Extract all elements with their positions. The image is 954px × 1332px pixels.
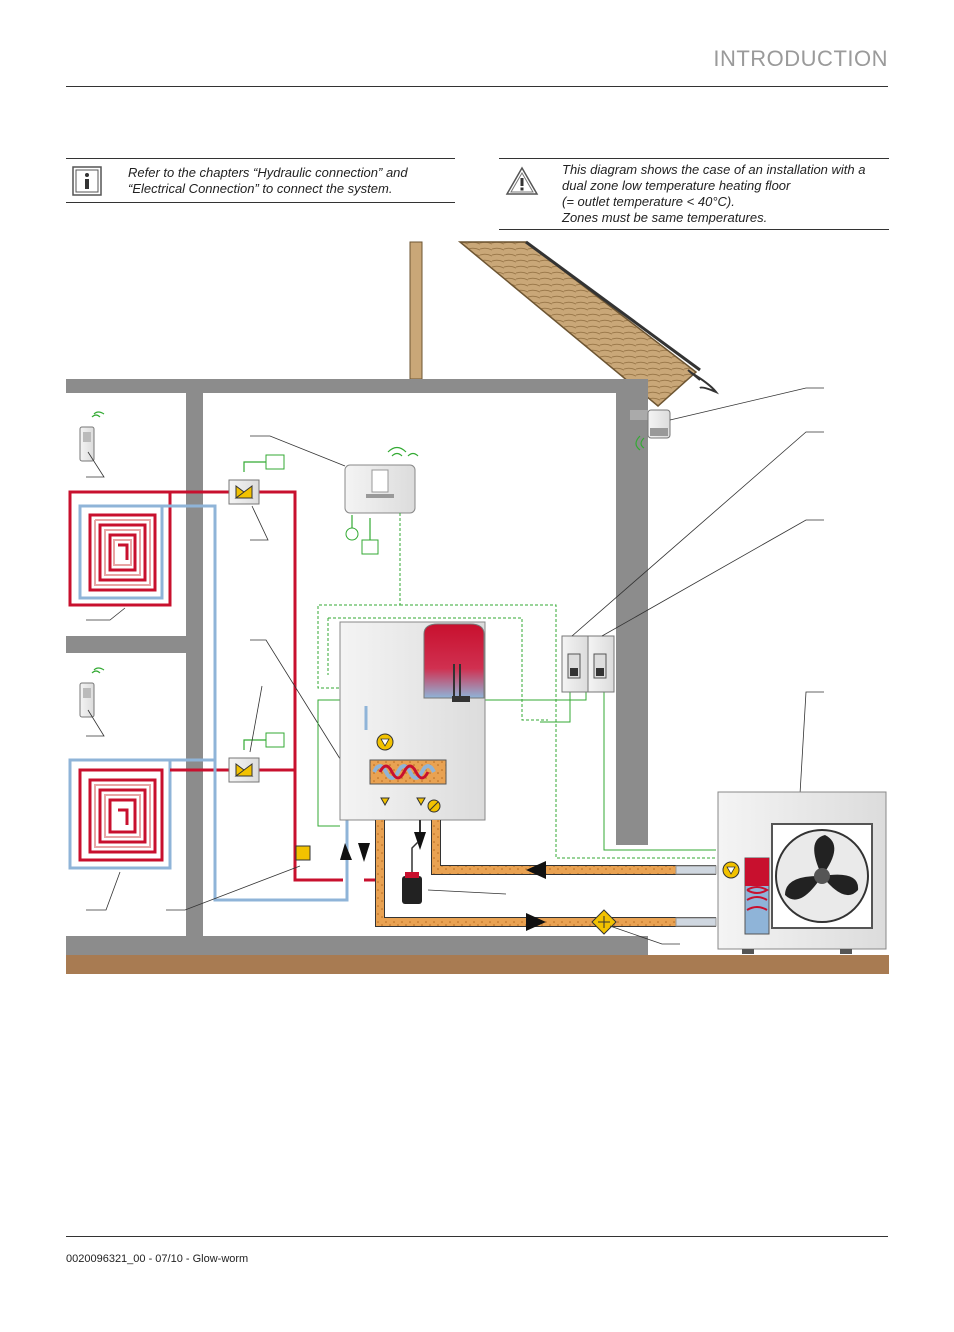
warning-note-line-3: (= outlet temperature < 40°C). xyxy=(562,194,735,209)
info-note-line-1: Refer to the chapters “Hydraulic connect… xyxy=(128,165,408,180)
filter xyxy=(591,909,617,935)
header-divider xyxy=(66,86,888,87)
flow-arrow-supply xyxy=(526,913,546,931)
warning-note-line-1: This diagram shows the case of an instal… xyxy=(562,162,866,177)
limit-thermostat xyxy=(295,845,311,861)
info-icon xyxy=(72,166,102,196)
warning-note-line-4: Zones must be same temperatures. xyxy=(562,210,768,225)
expansion-vessel xyxy=(402,841,422,904)
callout-lines xyxy=(571,387,824,795)
warning-note-line-2: dual zone low temperature heating floor xyxy=(562,178,791,193)
installation-diagram xyxy=(66,240,889,974)
flow-arrows xyxy=(340,832,426,862)
warning-note: This diagram shows the case of an instal… xyxy=(499,158,889,230)
section-title: INTRODUCTION xyxy=(713,46,888,71)
zone-valve-lower xyxy=(228,732,285,783)
zone-valve-upper xyxy=(228,454,285,505)
roof xyxy=(457,240,720,407)
roof-beam xyxy=(409,241,423,380)
flow-arrow-return xyxy=(526,861,546,879)
info-note-line-2: “Electrical Connection” to connect the s… xyxy=(128,181,393,196)
document-reference: 0020096321_00 - 07/10 - Glow-worm xyxy=(66,1253,249,1265)
circuit-breaker-panel xyxy=(561,635,615,693)
outdoor-heat-pump xyxy=(717,791,887,954)
floor-heating-loop-upper xyxy=(68,490,230,607)
outdoor-sensor xyxy=(635,409,671,451)
insulated-pipes xyxy=(375,820,716,927)
warning-icon xyxy=(505,166,539,195)
room-thermostat-upper xyxy=(79,411,105,462)
floor-heating-loop-lower xyxy=(68,758,230,870)
building-walls xyxy=(66,379,648,955)
info-note: Refer to the chapters “Hydraulic connect… xyxy=(66,158,455,203)
dashed-wiring xyxy=(317,513,716,859)
footer-divider xyxy=(66,1236,888,1237)
room-thermostat-lower xyxy=(79,667,105,718)
indoor-hydraulic-unit xyxy=(339,621,486,821)
ground xyxy=(66,955,889,974)
solid-wiring xyxy=(317,692,716,851)
system-controller xyxy=(344,446,419,555)
